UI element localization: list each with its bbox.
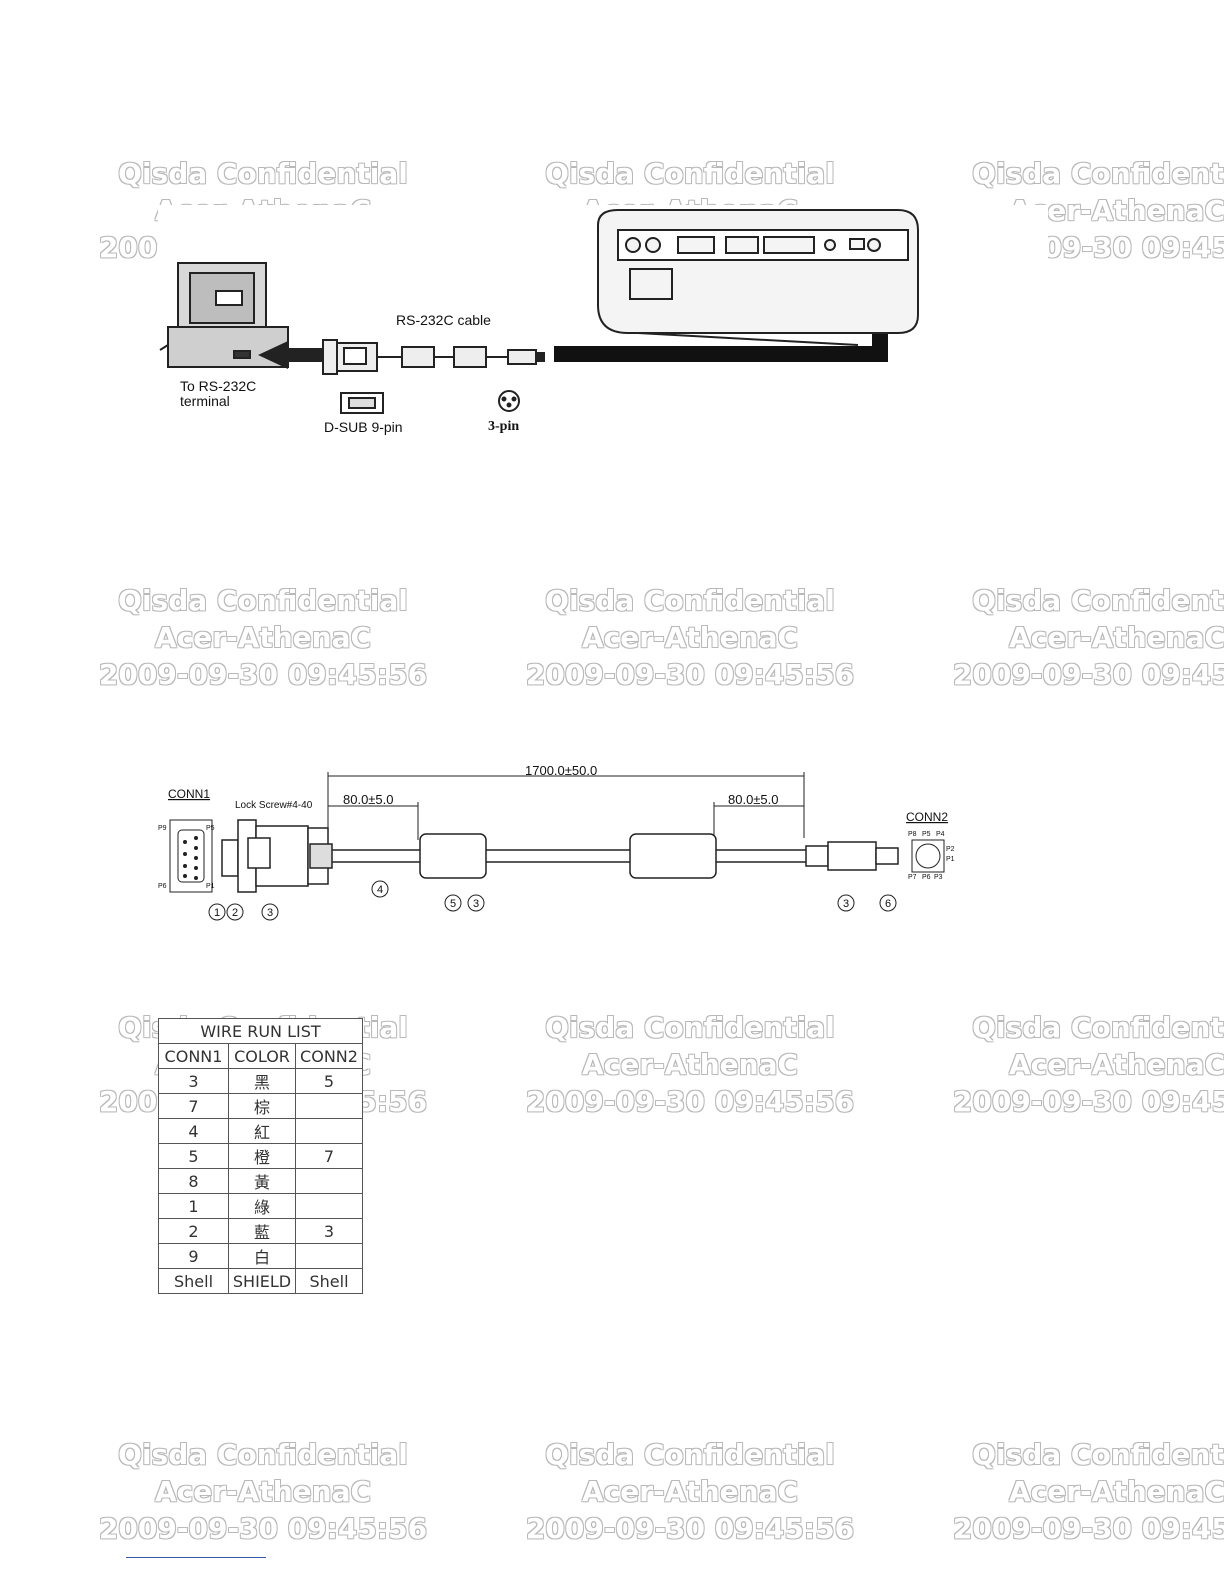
db9-face-icon (169, 819, 213, 893)
table-cell (295, 1193, 363, 1219)
table-cell: 7 (295, 1143, 363, 1169)
arrow-to-terminal-icon (258, 341, 328, 369)
callouts (208, 880, 897, 921)
pin-label: P2 (946, 846, 955, 853)
table-cell: 藍 (228, 1218, 296, 1244)
callout-3: 3 (267, 907, 273, 919)
minidin-label: 3-pin (488, 419, 519, 434)
callout-1: 1 (214, 907, 220, 919)
computer-icon (159, 262, 289, 368)
pin-label: P4 (936, 831, 945, 838)
cable-body-icon (332, 833, 899, 879)
pin-label: P1 (946, 856, 955, 863)
table-cell: 黑 (228, 1068, 296, 1094)
footnote-separator (126, 1557, 266, 1558)
table-cell: 4 (158, 1118, 229, 1144)
pin-label: P5 (922, 831, 931, 838)
conn2-label: CONN2 (906, 810, 948, 824)
column-header: CONN2 (295, 1043, 363, 1069)
cable-label: RS-232C cable (396, 312, 491, 328)
table-cell: 白 (228, 1243, 296, 1269)
table-cell: 5 (295, 1068, 363, 1094)
column-header: COLOR (228, 1043, 296, 1069)
callout-6: 6 (885, 898, 891, 910)
callout-2: 2 (232, 907, 238, 919)
table-cell: 黃 (228, 1168, 296, 1194)
terminal-label-2: terminal (180, 393, 230, 409)
pin-label: P3 (934, 874, 943, 881)
terminal-label: To RS-232C (180, 378, 256, 394)
table-header-row: CONN1 COLOR CONN2 (158, 1043, 363, 1069)
callout-5: 5 (450, 898, 456, 910)
table-cell: 紅 (228, 1118, 296, 1144)
table-cell: SHIELD (228, 1268, 296, 1294)
table-cell: 綠 (228, 1193, 296, 1219)
conn1-body-icon (221, 819, 333, 893)
table-cell: 5 (158, 1143, 229, 1169)
table-cell (295, 1243, 363, 1269)
table-cell (295, 1118, 363, 1144)
table-cell: 橙 (228, 1143, 296, 1169)
minidin-face-icon (911, 839, 945, 873)
table-cell: 棕 (228, 1093, 296, 1119)
lock-screw-label: Lock Screw#4-40 (235, 800, 313, 811)
table-cell: 1 (158, 1193, 229, 1219)
table-cell: Shell (295, 1268, 363, 1294)
table-cell: 2 (158, 1218, 229, 1244)
table-title-row: WIRE RUN LIST (158, 1018, 363, 1044)
conn1-label: CONN1 (168, 787, 210, 801)
pin-label: P6 (922, 874, 931, 881)
overall-length-label: 1700.0±50.0 (525, 763, 597, 778)
table-cell: 9 (158, 1243, 229, 1269)
db9-connector-icon (322, 339, 402, 375)
table-cell: 3 (295, 1218, 363, 1244)
pin-label: P5 (206, 825, 215, 832)
callout-3b: 3 (473, 898, 479, 910)
callout-3c: 3 (843, 898, 849, 910)
pin-label: P9 (158, 825, 167, 832)
pin-label: P7 (908, 874, 917, 881)
table-title: WIRE RUN LIST (158, 1018, 363, 1044)
pin-label: P6 (158, 883, 167, 890)
right-offset-label: 80.0±5.0 (728, 792, 779, 807)
cable-drawing: CONN1 CONN2 Lock Screw#4-40 1700.0±50.0 … (158, 763, 955, 921)
rs232-connection-figure: RS-232C cable To RS-232C terminal D-SUB … (158, 205, 1048, 495)
dsub-label: D-SUB 9-pin (324, 419, 403, 435)
table-cell (295, 1168, 363, 1194)
watermark: Qisda ConfidentialAcer-AthenaC2009-09-30… (952, 1438, 1224, 1545)
pin-label: P1 (206, 883, 215, 890)
watermark: Qisda ConfidentialAcer-AthenaC2009-09-30… (952, 1011, 1224, 1118)
callout-4: 4 (377, 884, 383, 896)
pin-label: P8 (908, 831, 917, 838)
table-cell: Shell (158, 1268, 229, 1294)
table-cell: 8 (158, 1168, 229, 1194)
left-offset-label: 80.0±5.0 (343, 792, 394, 807)
table-cell: 7 (158, 1093, 229, 1119)
table-cell (295, 1093, 363, 1119)
watermark: Qisda ConfidentialAcer-AthenaC2009-09-30… (952, 584, 1224, 691)
projector-icon (597, 209, 919, 346)
cable-icon (401, 346, 545, 368)
minidin-port-icon (498, 390, 520, 412)
column-header: CONN1 (158, 1043, 229, 1069)
table-cell: 3 (158, 1068, 229, 1094)
db9-port-icon (340, 392, 384, 414)
